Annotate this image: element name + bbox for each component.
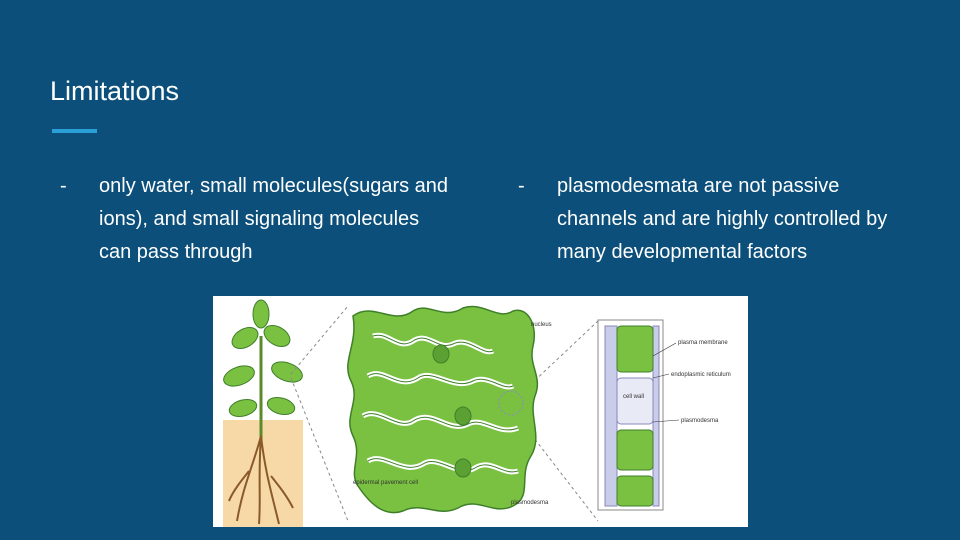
- label-leaders: [652, 342, 680, 423]
- plasmodesmata-figure: nucleus epidermal pavement cell plasmode…: [213, 296, 748, 527]
- bullet-marker: -: [518, 175, 525, 197]
- cell-wall-detail: [604, 325, 660, 507]
- epidermal-cells: [347, 305, 539, 514]
- plant-drawing: [223, 299, 303, 525]
- plasmodesma-right-label: plasmodesma: [681, 418, 719, 424]
- right-bullet-text: plasmodesmata are not passive channels a…: [557, 175, 888, 263]
- slide-title: Limitations: [50, 76, 180, 106]
- soil-block: [223, 420, 303, 527]
- left-bullet-text: only water, small molecules(sugars and i…: [99, 175, 449, 263]
- title-accent-bar: [52, 129, 97, 133]
- bullet-marker: -: [60, 175, 67, 197]
- plasmodesmata-illustration: nucleus epidermal pavement cell plasmode…: [223, 299, 731, 527]
- nucleus-label: nucleus: [531, 322, 552, 328]
- cell-wall-label: cell wall: [623, 394, 644, 400]
- endoplasmic-reticulum-label: endoplasmic reticulum: [671, 372, 731, 378]
- plasmodesma-bottom-label: plasmodesma: [511, 500, 549, 506]
- plasma-membrane-label: plasma membrane: [678, 340, 728, 346]
- epidermal-label: epidermal pavement cell: [353, 480, 418, 486]
